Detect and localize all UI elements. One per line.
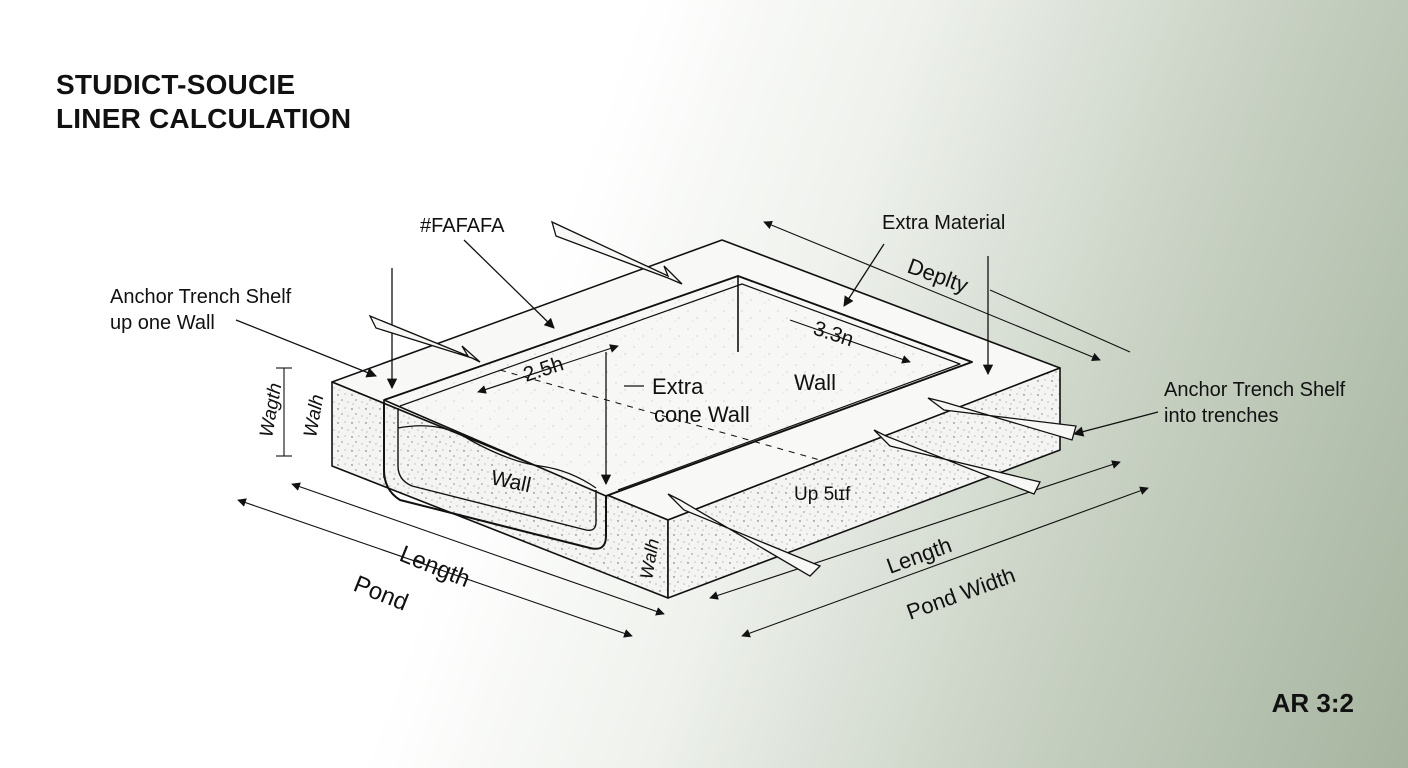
label-anchor-right-1: Anchor Trench Shelf (1164, 379, 1346, 401)
pipe-arrows (368, 220, 1077, 577)
page-title: STUDICT-SOUCIE LINER CALCULATION (56, 68, 351, 136)
title-line-1: STUDICT-SOUCIE (56, 69, 296, 100)
label-anchor-right-2: into trenches (1164, 405, 1279, 427)
label-walh-left: Walh (300, 393, 328, 439)
liner-fold (397, 425, 597, 489)
label-pond-left: Pond (350, 571, 412, 617)
label-pond-width: Pond Width (903, 562, 1018, 624)
label-extra-cone-1: Extra (652, 374, 704, 399)
label-up-5: Up 5ɩɪf (794, 484, 851, 505)
label-wall-center: Wall (794, 370, 836, 395)
label-deplty: Deplty (904, 253, 971, 298)
label-anchor-left-1: Anchor Trench Shelf (110, 286, 292, 308)
label-extra-cone-2: cone Wall (654, 402, 750, 427)
label-length-left: Length (396, 541, 474, 594)
dimension-lines (237, 220, 1149, 638)
aspect-ratio-label: AR 3:2 (1271, 688, 1354, 718)
label-extra-material: Extra Material (882, 212, 1005, 234)
label-fafafa: #FAFAFA (420, 215, 505, 237)
title-line-2: LINER CALCULATION (56, 103, 352, 134)
label-anchor-left-2: up one Wall (110, 312, 215, 334)
label-wagth: Wagth (256, 381, 286, 438)
